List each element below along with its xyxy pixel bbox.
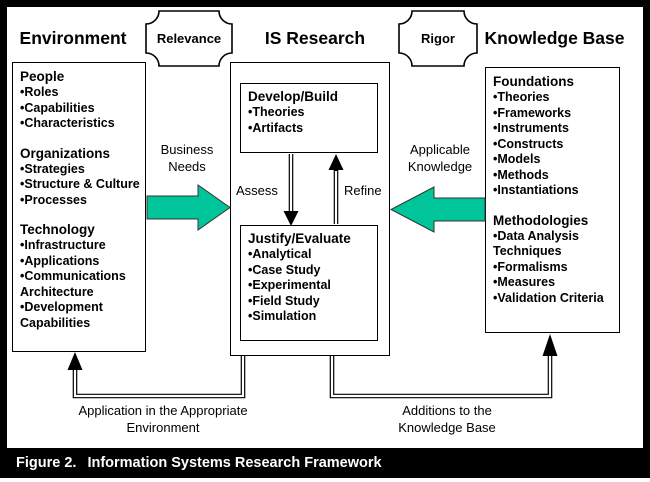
bullet-item: •Analytical [248,247,312,261]
bullet-item: •Constructs [493,136,564,151]
bullet-item: •Theories [248,105,305,119]
bullet-item: •Structure & Culture [20,177,140,191]
bullet-item: •Artifacts [248,120,304,135]
bullet-item: •Measures [493,275,556,289]
justify-evaluate-box: Justify/Evaluate •Analytical•Case Study•… [240,225,378,341]
bullet-item: •Development Capabilities [20,300,103,330]
bullet-item: •Formalisms [493,259,568,274]
bullet-item: •Applications [20,253,100,268]
bullet-item: •Strategies [20,161,85,176]
additions-knowledge-base-label: Additions to the Knowledge Base [398,403,496,435]
bullet-item: •Frameworks [493,105,572,120]
bullet-list: •Roles•Capabilities•Characteristics [20,85,141,132]
bullet-item: •Experimental [248,278,331,292]
knowledge-base-box: Foundations •Theories•Frameworks•Instrum… [485,67,620,333]
organizations-section: Organizations •Strategies•Structure & Cu… [20,145,141,209]
bullet-item: •Data Analysis Techniques [493,228,579,259]
application-environment-label: Application in the Appropriate Environme… [78,403,248,435]
people-section: People •Roles•Capabilities•Characteristi… [20,68,141,132]
environment-header: Environment [19,28,127,48]
bullet-item: •Processes [20,192,87,207]
bullet-item: •Theories [493,90,550,104]
develop-build-title: Develop/Build [248,89,339,104]
section-title: Methodologies [493,212,589,228]
knowledge-base-header: Knowledge Base [484,28,625,48]
technology-section: Technology •Infrastructure•Applications•… [20,221,141,331]
bullet-list: •Analytical•Case Study•Experimental•Fiel… [248,247,373,325]
bullet-item: •Case Study [248,262,321,277]
bullet-item: •Infrastructure [20,238,106,252]
methodologies-section: Methodologies •Data Analysis Techniques•… [493,212,615,307]
business-needs-label: Business Needs [160,142,214,174]
figure-title: Information Systems Research Framework [87,455,382,471]
is-research-header: IS Research [264,28,366,48]
refine-label: Refine [344,183,382,198]
section-title: Organizations [20,145,111,161]
section-title: Foundations [493,74,574,89]
bullet-item: •Simulation [248,309,317,323]
bullet-item: •Roles [20,85,59,99]
bullet-item: •Validation Criteria [493,290,604,305]
bullet-list: •Strategies•Structure & Culture•Processe… [20,162,141,209]
bullet-item: •Instruments [493,121,569,135]
section-title: Technology [20,222,95,237]
develop-build-box: Develop/Build •Theories•Artifacts [240,83,378,153]
justify-evaluate-title: Justify/Evaluate [248,231,351,246]
figure-caption: Figure 2. Information Systems Research F… [7,448,643,478]
applicable-knowledge-label: Applicable Knowledge [407,142,473,174]
figure-number: Figure 2. [16,455,77,471]
bullet-list: •Theories•Frameworks•Instruments•Constru… [493,90,615,199]
foundations-section: Foundations •Theories•Frameworks•Instrum… [493,73,615,199]
bullet-item: •Field Study [248,293,320,308]
relevance-badge: Relevance [156,31,222,46]
bullet-list: •Infrastructure•Applications•Communicati… [20,238,141,331]
environment-box: People •Roles•Capabilities•Characteristi… [12,62,146,352]
bullet-list: •Data Analysis Techniques•Formalisms•Mea… [493,229,615,307]
bullet-item: •Characteristics [20,116,115,130]
bottom-margin [0,478,650,482]
bullet-item: •Instantiations [493,183,579,197]
rigor-badge: Rigor [421,31,455,46]
assess-label: Assess [236,183,278,198]
bullet-list: •Theories•Artifacts [248,105,373,136]
bullet-item: •Methods [493,167,549,182]
bullet-item: •Capabilities [20,100,95,115]
bullet-item: •Communications Architecture [20,269,126,299]
section-title: People [20,69,65,84]
bullet-item: •Models [493,152,541,166]
